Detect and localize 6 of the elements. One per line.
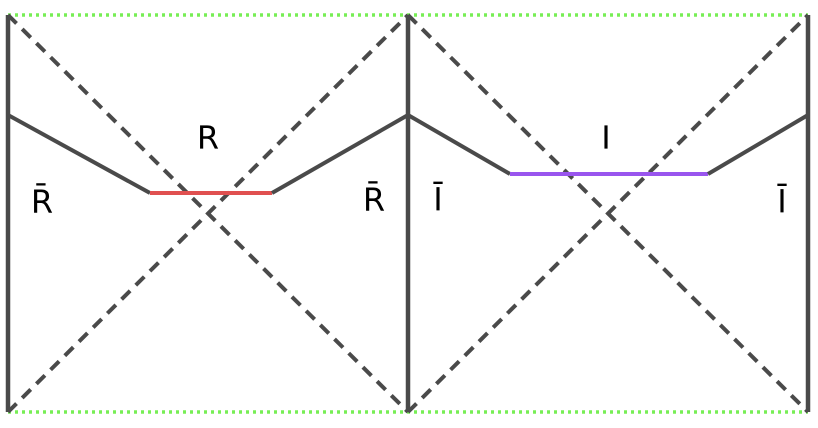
region-label: Ī <box>433 182 443 210</box>
region-label: R <box>200 125 218 149</box>
region-label: R̄ <box>34 183 52 213</box>
region-label: I <box>604 125 608 149</box>
region-label: Ī <box>777 184 787 212</box>
region-label: R̄ <box>366 181 384 211</box>
